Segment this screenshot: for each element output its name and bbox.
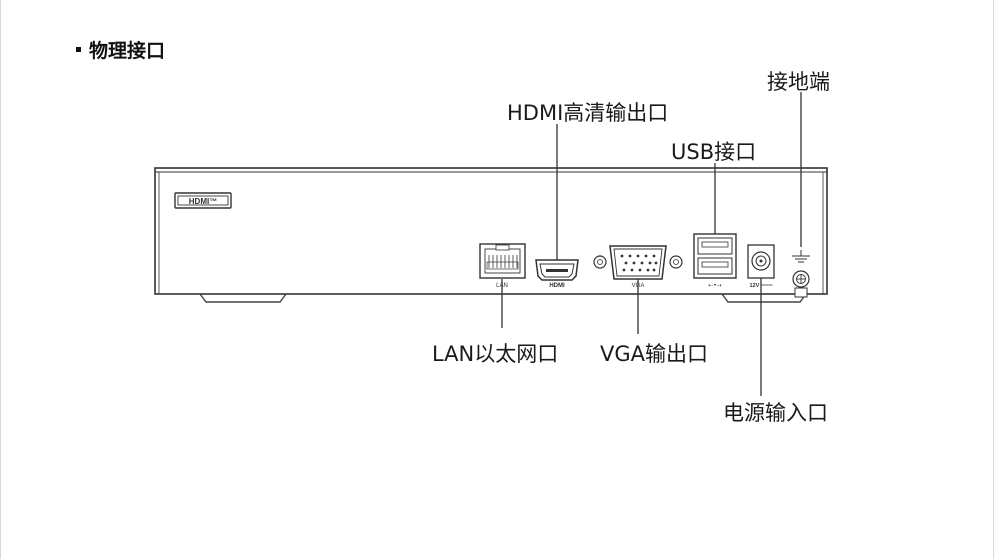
- section-title: 物理接口: [89, 40, 166, 62]
- power-input-port: 12V ═══: [747, 244, 775, 289]
- callout-vga-output: VGA输出口: [600, 342, 709, 366]
- page-border-right: [993, 0, 994, 559]
- hdmi-port-label: HDMI: [549, 283, 565, 289]
- section-heading: 物理接口: [76, 36, 165, 63]
- bullet-icon: [76, 47, 81, 52]
- hdmi-port: HDMI: [535, 259, 579, 289]
- left-foot: [199, 293, 287, 303]
- right-foot: [721, 293, 807, 303]
- page-border-left: [0, 0, 1, 559]
- usb-ports: ⇠•⇢: [693, 233, 737, 289]
- usb-port-label: ⇠•⇢: [708, 282, 722, 289]
- ground-terminal: [792, 250, 810, 298]
- callout-power-input: 电源输入口: [723, 401, 828, 425]
- callout-hdmi-output: HDMI高清输出口: [507, 101, 669, 125]
- callout-usb-port: USB接口: [671, 140, 757, 164]
- hdmi-logo-text: HDMI™: [189, 197, 217, 206]
- lan-port: LAN: [479, 243, 526, 289]
- callout-lan-port: LAN以太网口: [432, 342, 559, 366]
- hdmi-logo-badge: HDMI™: [174, 192, 232, 209]
- callout-ground-terminal: 接地端: [767, 70, 830, 94]
